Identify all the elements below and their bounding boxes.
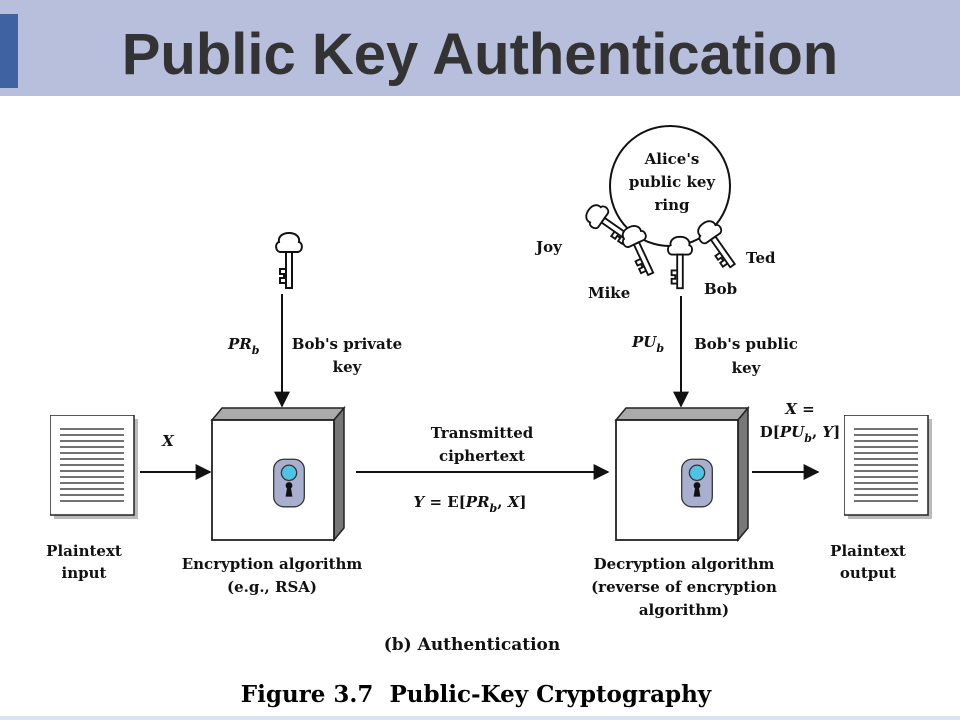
decryption-label: Decryption algorithm <box>594 555 775 573</box>
figure-title: Figure 3.7 Public-Key Cryptography <box>241 681 712 708</box>
x-output-label: X = <box>784 400 814 418</box>
private-key-icon <box>275 231 303 290</box>
x-input-label: X <box>161 432 175 450</box>
plaintext-output-label-2: output <box>840 564 896 582</box>
key-ring-label: Alice's <box>644 150 700 168</box>
plaintext-output-label: Plaintext <box>830 542 906 560</box>
decryption-label-3: algorithm) <box>639 601 729 619</box>
bob-key-icon <box>666 235 694 290</box>
plaintext-input-label: Plaintext <box>46 542 122 560</box>
key-ring-label-2: public key <box>629 173 717 191</box>
public-key-label-2: key <box>732 359 762 377</box>
title-bar: Public Key Authentication <box>0 0 960 96</box>
subcaption: (b) Authentication <box>384 635 561 655</box>
transmitted-label: Transmitted <box>431 424 534 442</box>
private-key-label-2: key <box>333 358 363 376</box>
plaintext-input-document <box>50 415 139 520</box>
encryption-label: Encryption algorithm <box>182 555 363 573</box>
key-owner-ted: Ted <box>746 249 776 267</box>
decryption-label-2: (reverse of encryption <box>591 578 777 596</box>
private-key-symbol: PRb <box>227 335 260 357</box>
title-accent-bar <box>0 14 18 88</box>
plaintext-input-label-2: input <box>62 564 107 582</box>
slide-title: Public Key Authentication <box>121 22 839 87</box>
key-owner-bob: Bob <box>704 280 737 298</box>
private-key-label: Bob's private <box>292 335 402 353</box>
key-owner-joy: Joy <box>534 238 563 256</box>
x-output-equation: D[PUb, Y] <box>760 423 840 445</box>
key-ring-label-3: ring <box>655 196 691 214</box>
ted-key-icon <box>692 215 744 274</box>
ciphertext-equation: Y = E[PRb, X] <box>414 493 527 515</box>
plaintext-output-document <box>844 415 933 520</box>
public-key-label: Bob's public <box>694 335 798 353</box>
decryption-box <box>614 405 750 543</box>
encryption-label-2: (e.g., RSA) <box>227 578 317 596</box>
bottom-strip <box>0 716 960 720</box>
encryption-box <box>210 405 346 543</box>
key-owner-mike: Mike <box>588 284 630 302</box>
transmitted-label-2: ciphertext <box>439 447 525 465</box>
public-key-symbol: PUb <box>631 333 664 355</box>
